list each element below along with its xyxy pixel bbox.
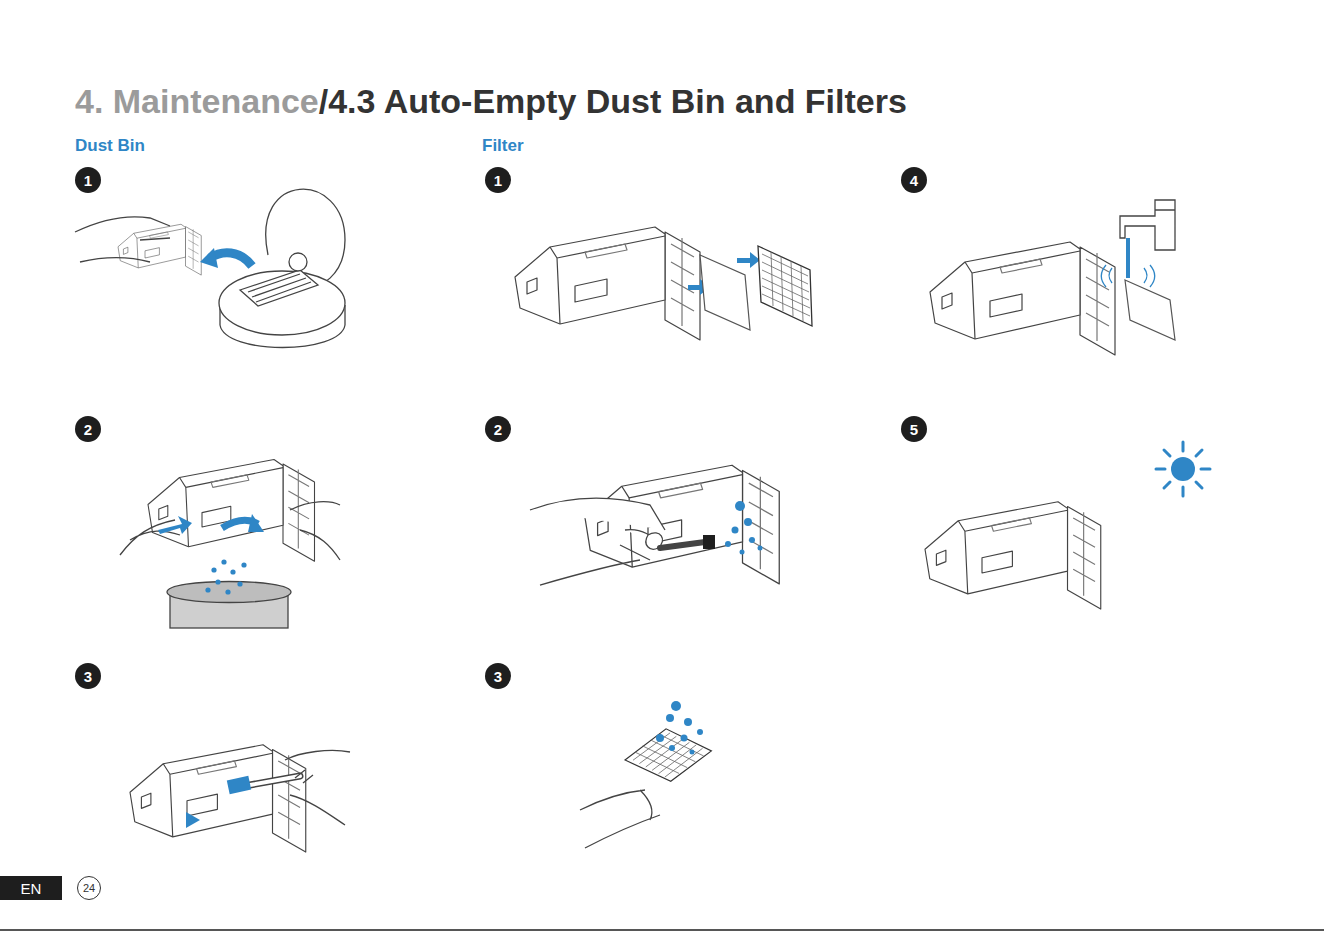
page-number: 24 — [77, 876, 101, 900]
dust-bin — [130, 745, 306, 852]
filter-mesh — [625, 717, 711, 794]
filter-sheet — [1125, 280, 1175, 340]
step-number: 4 — [901, 167, 927, 193]
dust-particles — [205, 559, 246, 594]
blue-arrow — [737, 252, 760, 268]
page-title: /4.3 Auto-Empty Dust Bin and Filters — [319, 82, 907, 121]
hands — [580, 790, 660, 848]
hand — [530, 498, 665, 585]
blue-pointer — [186, 812, 200, 828]
blue-arrow — [158, 516, 192, 534]
laser-turret — [289, 253, 307, 271]
brush-head — [703, 535, 715, 549]
step-number: 3 — [75, 663, 101, 689]
dust-bin — [148, 460, 315, 562]
water-splash — [1102, 265, 1155, 287]
dust-bin — [118, 224, 201, 275]
dust-bin — [930, 242, 1115, 355]
hand — [285, 750, 350, 825]
blue-arrow-head — [200, 248, 218, 268]
dust-bin — [925, 502, 1101, 609]
sun-icon — [1156, 442, 1210, 496]
dust-bin — [930, 242, 1115, 355]
slot-ribs — [248, 274, 311, 302]
blue-arrow-head — [248, 514, 264, 532]
robot-vacuum — [219, 189, 345, 347]
hands — [120, 502, 340, 560]
hand — [75, 217, 170, 262]
step-number: 1 — [485, 167, 511, 193]
chapter-heading: 4. Maintenance — [75, 82, 319, 121]
step-number: 1 — [75, 167, 101, 193]
filter-sheet — [700, 255, 750, 330]
filter-mesh — [625, 717, 711, 794]
bin-slot — [240, 270, 318, 306]
brush-handle — [660, 542, 705, 548]
dust-bin — [515, 227, 700, 340]
dust-particles — [656, 701, 703, 755]
filter-mesh — [758, 246, 812, 326]
section-heading: Dust Bin — [75, 136, 145, 156]
step-number: 2 — [75, 416, 101, 442]
dust-bin — [515, 227, 700, 340]
footer-rule — [0, 929, 1324, 931]
water-stream — [1126, 238, 1130, 278]
dust-bin — [148, 460, 315, 562]
dust-bin — [130, 745, 306, 852]
brush-handle — [250, 776, 300, 785]
dust-particles — [725, 501, 763, 555]
dust-bin — [925, 502, 1101, 609]
step-number: 2 — [485, 416, 511, 442]
step-number: 3 — [485, 663, 511, 689]
section-heading: Filter — [482, 136, 524, 156]
dust-bin — [118, 224, 201, 275]
brush-handle — [250, 776, 300, 785]
trash-can-rim — [167, 582, 291, 603]
robot-top — [219, 271, 345, 335]
brush-head — [227, 776, 251, 794]
language-tab: EN — [0, 876, 62, 900]
step-number: 5 — [901, 416, 927, 442]
filter-mesh — [758, 246, 812, 326]
